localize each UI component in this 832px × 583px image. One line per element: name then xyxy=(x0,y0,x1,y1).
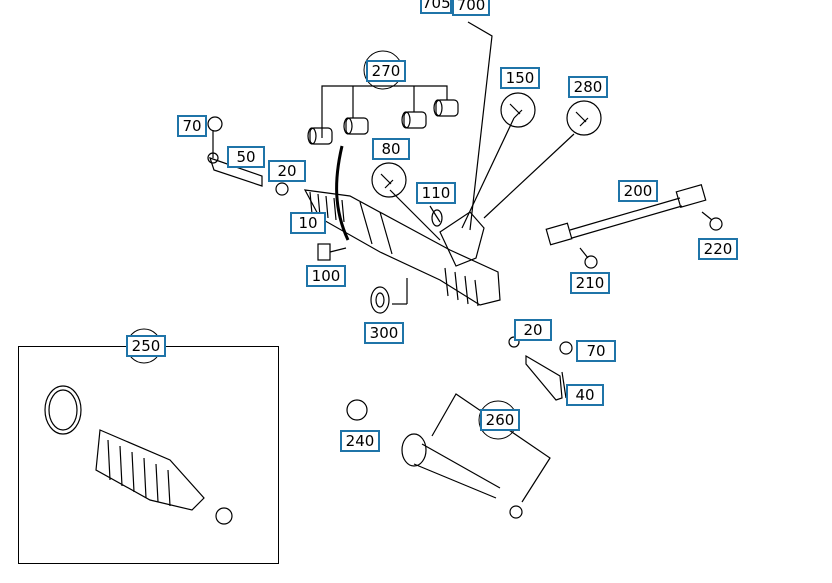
callout-20-left[interactable]: 20 xyxy=(268,160,306,182)
callout-270[interactable]: 270 xyxy=(366,60,406,82)
callout-110[interactable]: 110 xyxy=(416,182,456,204)
callout-210[interactable]: 210 xyxy=(570,272,610,294)
callout-40[interactable]: 40 xyxy=(566,384,604,406)
callout-260[interactable]: 260 xyxy=(480,409,520,431)
boot-kit-250 xyxy=(44,385,233,525)
callout-700[interactable]: 700 xyxy=(452,0,490,16)
rack-housing xyxy=(303,189,501,307)
callout-705[interactable]: 705 xyxy=(420,0,452,14)
inner-tie-rod xyxy=(401,433,523,519)
callout-70-right[interactable]: 70 xyxy=(576,340,616,362)
callout-300[interactable]: 300 xyxy=(364,322,404,344)
callout-240[interactable]: 240 xyxy=(340,430,380,452)
callout-20-right[interactable]: 20 xyxy=(514,319,552,341)
callout-70-top[interactable]: 70 xyxy=(177,115,207,137)
callout-150[interactable]: 150 xyxy=(500,67,540,89)
callout-10[interactable]: 10 xyxy=(290,212,326,234)
intermediate-shaft xyxy=(545,183,707,246)
boot-kit-inset-frame xyxy=(18,346,279,564)
sleeve-270-parts xyxy=(307,99,459,145)
callout-200[interactable]: 200 xyxy=(618,180,658,202)
callout-80[interactable]: 80 xyxy=(372,138,410,160)
callout-50[interactable]: 50 xyxy=(227,146,265,168)
callout-280[interactable]: 280 xyxy=(568,76,608,98)
callout-250[interactable]: 250 xyxy=(126,335,166,357)
leader-270 xyxy=(321,85,448,138)
callout-100[interactable]: 100 xyxy=(306,265,346,287)
callout-220[interactable]: 220 xyxy=(698,238,738,260)
